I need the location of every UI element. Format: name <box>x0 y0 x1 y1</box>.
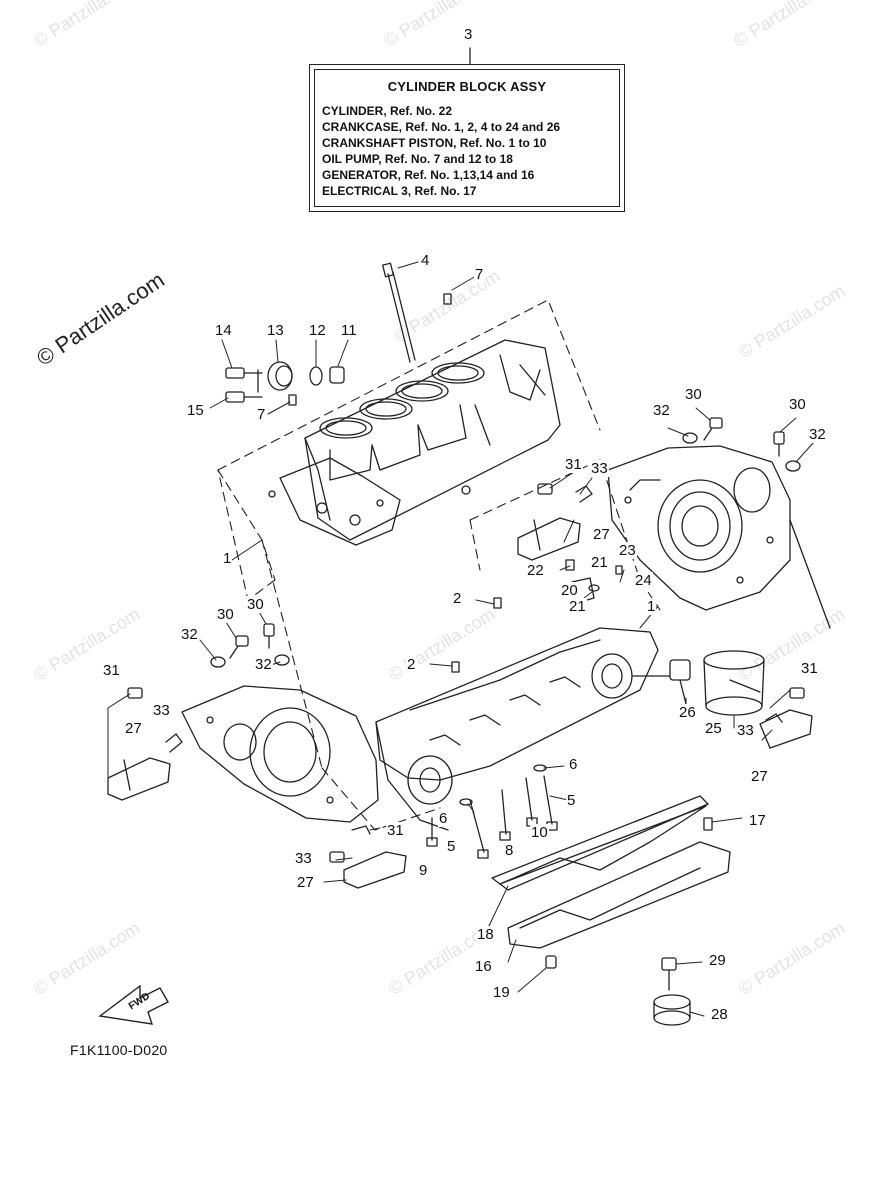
part-callout: 2 <box>406 656 417 673</box>
oil-filter <box>703 650 765 716</box>
part-callout: 32 <box>808 426 827 443</box>
part-callout: 31 <box>386 822 405 839</box>
part-callout: 27 <box>750 768 769 785</box>
generator-cover-left <box>181 685 379 823</box>
legend-line: GENERATOR, Ref. No. 1,13,14 and 16 <box>322 168 535 182</box>
part-callout: 6 <box>568 756 579 773</box>
part-callout: 8 <box>504 842 515 859</box>
part-callout: 33 <box>736 722 755 739</box>
legend-line: CRANKCASE, Ref. No. 1, 2, 4 to 24 and 26 <box>322 120 561 134</box>
callout-assembly: 3 <box>464 26 473 43</box>
part-callout: 30 <box>216 606 235 623</box>
part-callout: 14 <box>214 322 233 339</box>
cylinder-block <box>268 339 561 546</box>
part-callout: 5 <box>446 838 457 855</box>
part-callout: 33 <box>590 460 609 477</box>
part-callout: 5 <box>566 792 577 809</box>
legend-line: CRANKSHAFT PISTON, Ref. No. 1 to 10 <box>322 136 547 150</box>
part-callout: 31 <box>564 456 583 473</box>
part-callout: 11 <box>340 322 358 339</box>
part-callout: 29 <box>708 952 727 969</box>
part-callout: 1 <box>222 550 233 567</box>
part-callout: 15 <box>186 402 205 419</box>
part-callout: 19 <box>492 984 511 1001</box>
part-callout: 27 <box>124 720 143 737</box>
part-callout: 4 <box>420 252 431 269</box>
legend-line: OIL PUMP, Ref. No. 7 and 12 to 18 <box>322 152 513 166</box>
part-callout: 10 <box>530 824 549 841</box>
part-callout: 16 <box>474 958 493 975</box>
oil-pan <box>507 817 731 949</box>
part-callout: 32 <box>254 656 273 673</box>
part-callout: 26 <box>678 704 697 721</box>
part-callout: 27 <box>592 526 611 543</box>
stud-bolt <box>382 262 416 363</box>
part-callout: 21 <box>568 598 587 615</box>
legend-title: CYLINDER BLOCK ASSY <box>387 79 547 94</box>
part-callout: 21 <box>590 554 609 571</box>
part-callout: 24 <box>634 572 653 589</box>
diagram-code: F1K1100-D020 <box>70 1042 168 1058</box>
part-callout: 27 <box>296 874 315 891</box>
oil-pump-parts <box>225 361 345 403</box>
legend-box: CYLINDER BLOCK ASSY CYLINDER, Ref. No. 2… <box>309 64 625 212</box>
legend-line: ELECTRICAL 3, Ref. No. 17 <box>322 184 477 198</box>
part-callout: 22 <box>526 562 545 579</box>
legend-line: CYLINDER, Ref. No. 22 <box>322 104 453 118</box>
part-callout: 28 <box>710 1006 729 1023</box>
part-callout: 17 <box>748 812 767 829</box>
part-callout: 31 <box>102 662 121 679</box>
part-callout: 7 <box>474 266 485 283</box>
part-callout: 30 <box>684 386 703 403</box>
part-callout: 2 <box>452 590 463 607</box>
part-callout: 6 <box>438 810 449 827</box>
engine-mount <box>107 517 813 889</box>
part-callout: 7 <box>256 406 267 423</box>
part-callout: 13 <box>266 322 285 339</box>
part-callout: 31 <box>800 660 819 677</box>
crankcase-lower <box>375 627 671 831</box>
part-callout: 12 <box>308 322 327 339</box>
part-callout: 20 <box>560 582 579 599</box>
oil-pan-gasket <box>491 795 709 891</box>
part-callout: 23 <box>618 542 637 559</box>
part-callout: 30 <box>788 396 807 413</box>
generator-cover-right <box>607 445 831 629</box>
forward-arrow-icon <box>98 984 169 1025</box>
legend-lines: CYLINDER, Ref. No. 22 CRANKCASE, Ref. No… <box>322 103 560 199</box>
part-callout: 32 <box>652 402 671 419</box>
part-callout: 33 <box>294 850 313 867</box>
part-callout: 30 <box>246 596 265 613</box>
part-callout: 32 <box>180 626 199 643</box>
legend-inner-border <box>314 69 620 207</box>
part-callout: 25 <box>704 720 723 737</box>
part-callout: 33 <box>152 702 171 719</box>
part-callout: 18 <box>476 926 495 943</box>
part-callout: 1 <box>646 598 657 615</box>
part-callout: 9 <box>418 862 429 879</box>
